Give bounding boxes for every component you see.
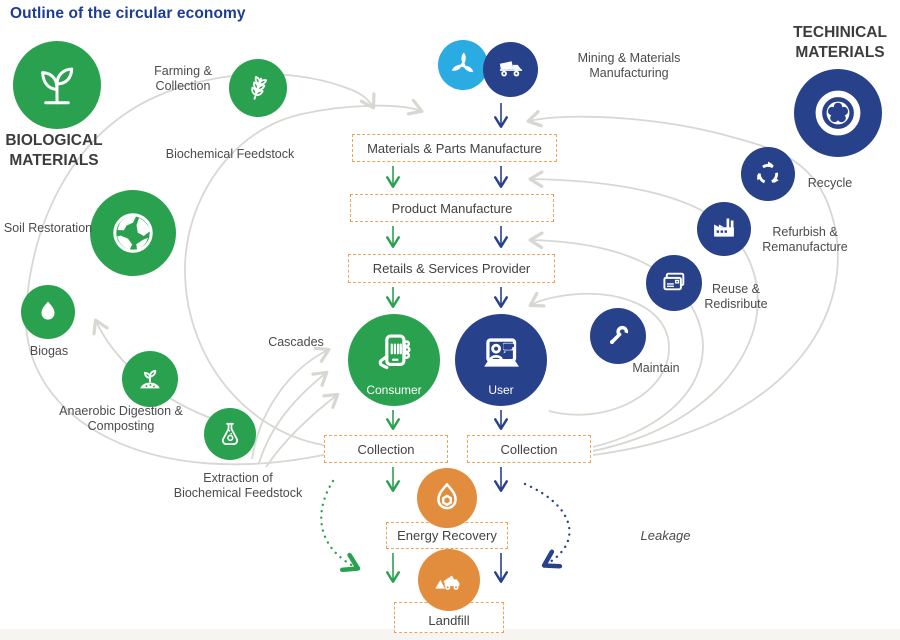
biological-cycle-curves <box>25 73 424 468</box>
biogas-label: Biogas <box>29 344 69 358</box>
recycle-circle <box>741 147 795 201</box>
refurbish-label: Refurbish & Remanufacture <box>762 225 848 254</box>
globe-icon <box>113 213 153 253</box>
consumer-circle: Consumer <box>348 314 440 406</box>
collection-right-label: Collection <box>500 441 558 457</box>
flame-icon <box>41 301 55 320</box>
factory-icon <box>714 218 734 237</box>
extraction-circle <box>204 408 256 460</box>
collection-left-label: Collection <box>357 441 415 457</box>
materials-parts-box: Materials & Parts Manufacture <box>352 134 557 162</box>
energy-recovery-label: Energy Recovery <box>397 528 497 543</box>
tire-icon <box>815 90 861 136</box>
flask-icon <box>221 422 239 445</box>
reuse-circle <box>646 255 702 311</box>
energy-recovery-circle <box>417 468 477 528</box>
cards-icon <box>663 272 685 291</box>
page-title: Outline of the circular economy <box>10 5 246 22</box>
biogas-circle <box>21 285 75 339</box>
mining-truck-circle <box>483 42 538 97</box>
leakage-label: Leakage <box>640 528 691 543</box>
technical-materials-circle <box>794 69 882 157</box>
materials-parts-label: Materials & Parts Manufacture <box>367 140 542 156</box>
biological-materials-circle <box>13 41 101 129</box>
product-manufacture-box: Product Manufacture <box>350 194 554 222</box>
cascades-label: Cascades <box>268 335 324 349</box>
refurbish-circle <box>697 202 751 256</box>
seedling-icon <box>41 67 74 105</box>
reuse-label: Reuse & Redisribute <box>704 282 768 311</box>
landfill-label: Landfill <box>428 613 470 628</box>
landfill-circle <box>418 549 480 611</box>
farming-collection-label: Farming & Collection <box>154 64 212 93</box>
wind-turbine-icon <box>451 52 474 73</box>
farming-collection-circle <box>229 59 287 117</box>
energy-recovery-box: Energy Recovery <box>386 522 508 549</box>
soil-restoration-label: Soil Restoration <box>3 221 93 235</box>
collection-left-box: Collection <box>324 435 448 463</box>
technical-materials-heading: TECHINICAL MATERIALS <box>793 24 887 62</box>
biological-materials-heading: BIOLOGICAL MATERIALS <box>5 132 103 170</box>
biochemical-feedstock-label: Biochemical Feedstock <box>165 147 295 161</box>
energy-flame-icon <box>437 483 457 510</box>
user-label: User <box>488 383 514 397</box>
product-manufacture-label: Product Manufacture <box>391 200 513 216</box>
anaerobic-label: Anaerobic Digestion & Composting <box>59 404 183 433</box>
recycle-label: Recycle <box>807 176 853 190</box>
anaerobic-circle <box>122 351 178 407</box>
phone-in-hand-icon <box>378 334 411 370</box>
wrench-icon <box>610 325 629 344</box>
landfill-truck-icon <box>435 575 460 590</box>
dump-truck-icon <box>499 60 522 76</box>
sprout-compost-icon <box>140 369 160 389</box>
wheat-icon <box>251 75 268 100</box>
recycle-icon <box>757 161 779 185</box>
retails-services-box: Retails & Services Provider <box>348 254 555 283</box>
maintain-label: Maintain <box>632 361 680 375</box>
consumer-label: Consumer <box>366 383 422 397</box>
collection-right-box: Collection <box>467 435 591 463</box>
soil-restoration-circle <box>90 190 176 276</box>
footer-band <box>0 629 900 640</box>
extraction-label: Extraction of Biochemical Feedstock <box>173 471 303 500</box>
laptop-user-icon <box>484 338 519 367</box>
maintain-circle <box>590 308 646 364</box>
mining-label: Mining & Materials Manufacturing <box>577 51 681 80</box>
wind-turbine-circle <box>438 40 488 90</box>
leakage-arcs <box>320 479 571 568</box>
retails-services-label: Retails & Services Provider <box>372 261 531 276</box>
user-circle: User <box>455 314 547 406</box>
